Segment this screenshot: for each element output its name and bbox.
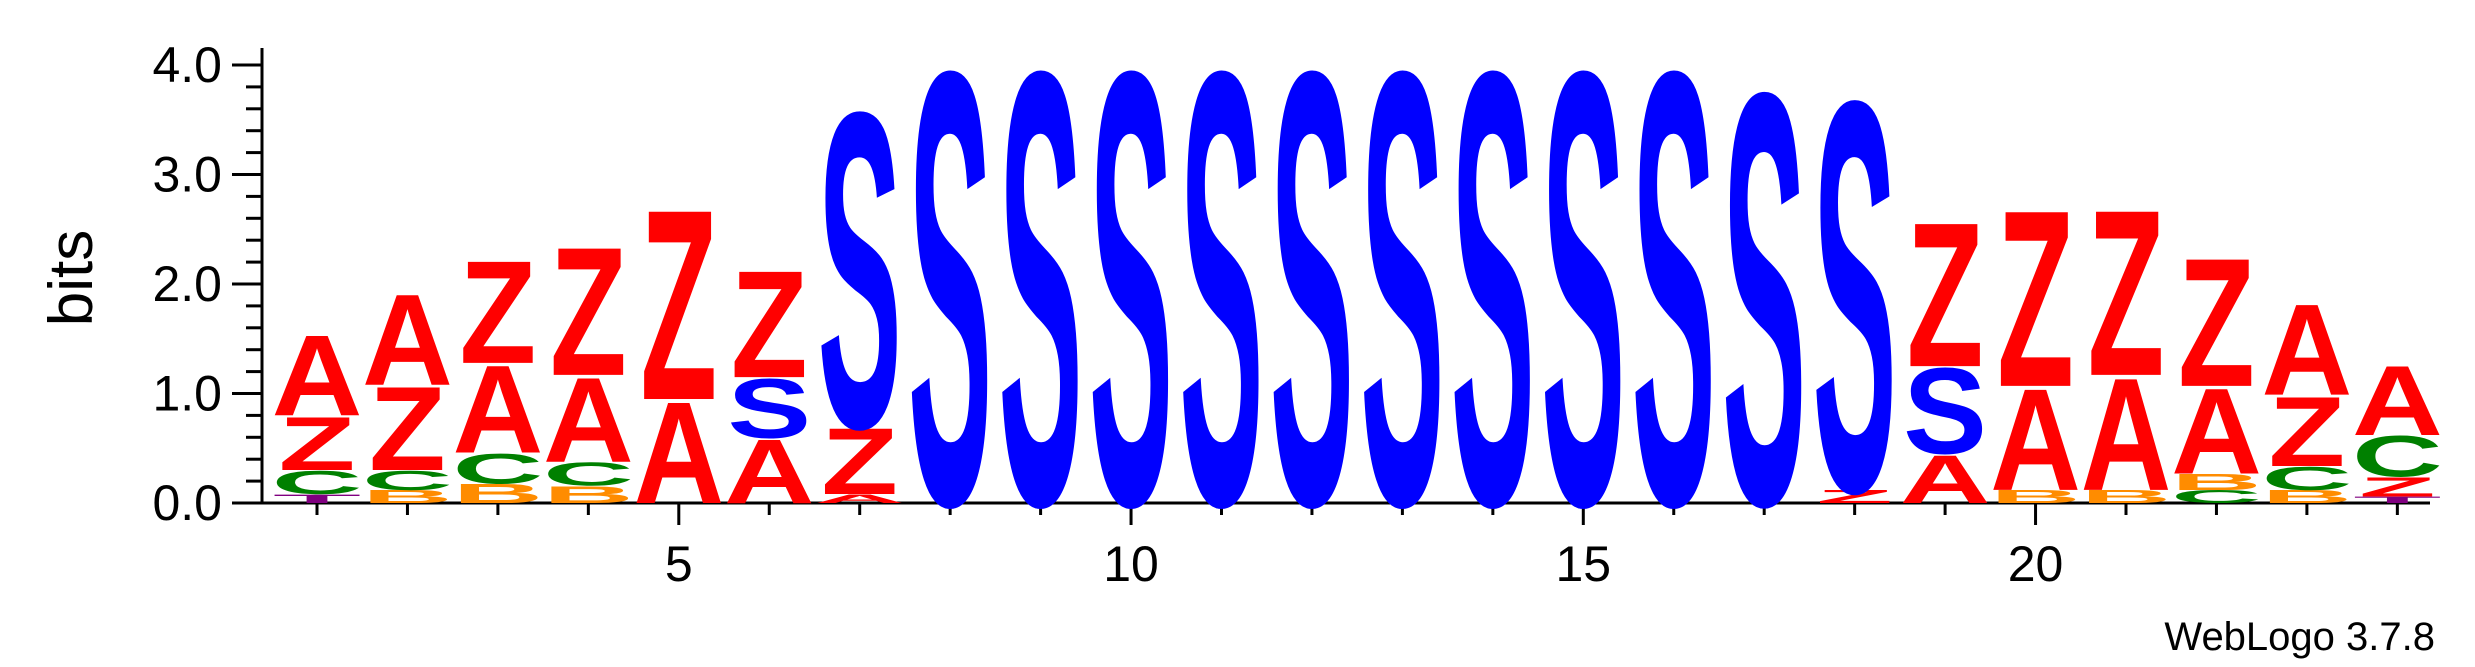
logo-stack-20: BAZ (1990, 159, 2081, 521)
logo-letter-Z: Z (460, 230, 537, 394)
y-ticks: 0.0 1.0 2.0 3.0 4.0 (152, 37, 262, 531)
logo-letter-Z: Z (1997, 159, 2074, 440)
logo-stack-5: AZ (633, 152, 724, 534)
logo-letter-T: T (273, 492, 361, 506)
logo-letter-S: S (1541, 0, 1625, 635)
logo-letter-A: A (2262, 278, 2353, 423)
logo-stack-18: ZS (1813, 0, 1897, 609)
logo-letter-C: C (453, 445, 544, 493)
logo-letter-Z: Z (821, 408, 898, 514)
logo-letter-S: S (1722, 0, 1806, 629)
logo-letter-C: C (2352, 424, 2443, 489)
logo-letter-C: C (2171, 487, 2262, 507)
logo-letter-A: A (814, 492, 905, 506)
y-axis-label: bits (37, 230, 106, 326)
logo-letter-A: A (1900, 441, 1991, 518)
logo-letter-A: A (2171, 364, 2262, 500)
logo-stack-7: AZS (814, 19, 905, 523)
logo-letter-B: B (2081, 487, 2172, 507)
logo-stack-15: S (1541, 0, 1625, 635)
y-tick-label: 4.0 (152, 37, 222, 93)
logo-letter-Z: Z (1816, 487, 1893, 507)
logo-stack-11: S (1180, 0, 1264, 635)
logo-letter-Z: Z (640, 152, 717, 456)
logo-letter-S: S (908, 0, 992, 635)
logo-letter-Z: Z (369, 362, 446, 495)
logo-letter-B: B (362, 487, 453, 507)
logo-stack-9: S (999, 0, 1083, 635)
logo-letter-Z: Z (550, 210, 627, 414)
x-tick-label: 20 (2008, 536, 2064, 592)
y-tick-label: 1.0 (152, 366, 222, 422)
logo-letter-A: A (724, 420, 815, 523)
logo-letter-C: C (272, 464, 363, 502)
x-tick-label: 5 (665, 536, 693, 592)
logo-letter-B: B (543, 481, 634, 508)
x-axis: 5 10 15 20 (262, 501, 2430, 592)
logo-letter-Z: Z (1907, 180, 1984, 411)
logo-stack-8: S (908, 0, 992, 635)
logo-letter-S: S (1903, 344, 1987, 480)
logo-stack-6: ASZ (724, 238, 815, 523)
x-tick-label: 10 (1103, 536, 1159, 592)
logo-letter-Z: Z (279, 402, 356, 487)
y-axis: 0.0 1.0 2.0 3.0 4.0 bits (37, 37, 264, 531)
logo-stack-10: S (1089, 0, 1173, 635)
logo-letter-A: A (362, 268, 453, 413)
logo-letter-A: A (2352, 346, 2443, 457)
logo-stack-13: S (1360, 0, 1444, 635)
logo-letter-A: A (272, 312, 363, 440)
logo-letter-A: A (2081, 344, 2172, 524)
logo-letter-C: C (543, 455, 634, 493)
logo-letter-T: T (2353, 495, 2441, 505)
logo-letter-Z: Z (2088, 161, 2165, 426)
logo-stack-17: S (1722, 0, 1806, 629)
logo-letter-B: B (2262, 487, 2353, 507)
logo-letter-C: C (362, 465, 453, 496)
logo-letter-B: B (1990, 487, 2081, 507)
logo-letter-S: S (1089, 0, 1173, 635)
logo-letter-S: S (727, 361, 811, 455)
logo-letter-S: S (818, 19, 902, 523)
y-tick-label: 3.0 (152, 147, 222, 203)
y-tick-label: 0.0 (152, 475, 222, 531)
logo-letter-C: C (2262, 460, 2353, 498)
logo-letter-B: B (2171, 469, 2262, 495)
logo-letter-S: S (1180, 0, 1264, 635)
logo-letter-A: A (543, 353, 634, 488)
logo-letter-A: A (633, 371, 724, 534)
logo-stack-16: S (1632, 0, 1716, 635)
logo-letter-S: S (1632, 0, 1716, 635)
logo-letter-S: S (1813, 0, 1897, 609)
logo-letter-Z: Z (731, 238, 808, 410)
logo-stack-19: ASZ (1900, 180, 1991, 518)
y-tick-label: 2.0 (152, 256, 222, 312)
logo-letter-S: S (1270, 0, 1354, 635)
logo-stack-12: S (1270, 0, 1354, 635)
logo-letter-Z: Z (2359, 472, 2436, 503)
x-tick-label: 15 (1555, 536, 1611, 592)
logo-letter-Z: Z (2178, 221, 2255, 425)
logo-letter-S: S (999, 0, 1083, 635)
logo-letter-B: B (453, 478, 544, 509)
logo-letter-A: A (1990, 358, 2081, 521)
logo-stack-14: S (1451, 0, 1535, 635)
logo-letter-A: A (453, 339, 544, 480)
x-ticks: 5 10 15 20 (315, 503, 2399, 592)
weblogo-credit: WebLogo 3.7.8 (2164, 615, 2435, 659)
logo-stack-21: BAZ (2081, 161, 2172, 524)
logo-letter-S: S (1360, 0, 1444, 635)
logo-letter-Z: Z (2269, 376, 2346, 487)
logo-letter-S: S (1451, 0, 1535, 635)
